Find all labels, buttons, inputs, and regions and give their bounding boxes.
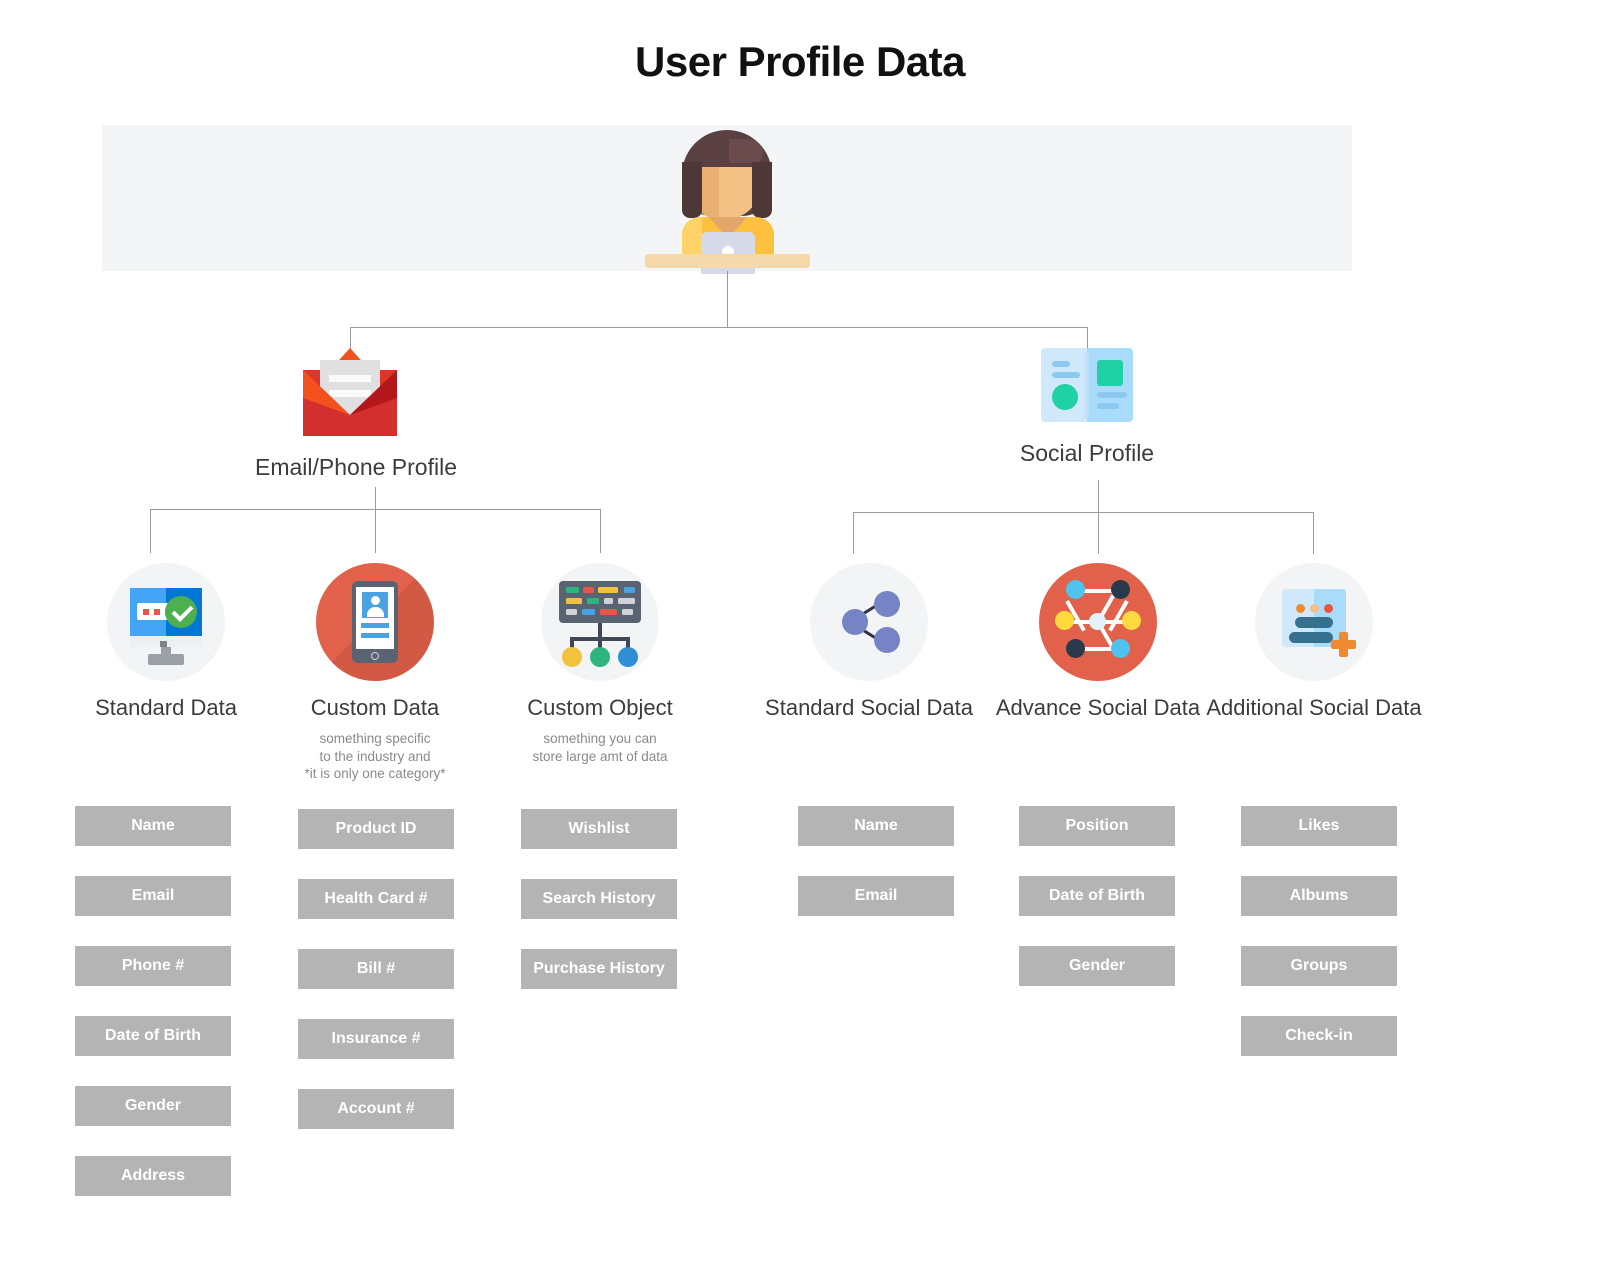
tag-item[interactable]: Health Card # [298, 879, 454, 919]
connector-email-stem [375, 487, 376, 509]
branch-social-profile[interactable]: Social Profile [992, 348, 1182, 467]
node-advance-social-data[interactable]: Advance Social Data [980, 563, 1216, 721]
tag-item[interactable]: Date of Birth [1019, 876, 1175, 916]
tag-item[interactable]: Albums [1241, 876, 1397, 916]
open-envelope-icon [303, 348, 397, 436]
tag-item[interactable]: Email [798, 876, 954, 916]
tag-item[interactable]: Phone # [75, 946, 231, 986]
connector-level2-bus [350, 327, 1087, 328]
node-title-standard-data: Standard Data [95, 695, 237, 720]
share-network-icon [810, 563, 928, 681]
card-plus-icon [1255, 563, 1373, 681]
node-desc-custom-object: something you can store large amt of dat… [532, 731, 668, 764]
node-title-custom-data: Custom Data [310, 695, 440, 720]
tag-item[interactable]: Gender [75, 1086, 231, 1126]
branch-email-phone-profile[interactable]: Email/Phone Profile [255, 348, 457, 481]
tag-column-standard-social-data: Name Email [798, 806, 954, 946]
tag-column-custom-object: Wishlist Search History Purchase History [521, 809, 677, 1019]
page-title: User Profile Data [635, 38, 965, 85]
node-standard-social-data[interactable]: Standard Social Data [751, 563, 987, 721]
tag-item[interactable]: Purchase History [521, 949, 677, 989]
tag-item[interactable]: Likes [1241, 806, 1397, 846]
connector-social-bus [853, 512, 1313, 513]
tag-item[interactable]: Bill # [298, 949, 454, 989]
tag-column-additional-social-data: Likes Albums Groups Check-in [1241, 806, 1397, 1086]
tag-item[interactable]: Wishlist [521, 809, 677, 849]
tag-item[interactable]: Email [75, 876, 231, 916]
tag-column-advance-social-data: Position Date of Birth Gender [1019, 806, 1175, 1016]
node-custom-data[interactable]: Custom Data something specific to the in… [257, 563, 493, 783]
tag-item[interactable]: Search History [521, 879, 677, 919]
connector-root-stem [727, 271, 728, 327]
tag-item[interactable]: Groups [1241, 946, 1397, 986]
connector-to-additional-social [1313, 512, 1314, 554]
tag-item[interactable]: Product ID [298, 809, 454, 849]
tag-item[interactable]: Name [75, 806, 231, 846]
connector-to-custom-object [600, 509, 601, 553]
tag-item[interactable]: Position [1019, 806, 1175, 846]
tag-item[interactable]: Account # [298, 1089, 454, 1129]
connector-to-standard-data [150, 509, 151, 553]
tag-item[interactable]: Insurance # [298, 1019, 454, 1059]
connector-to-social-branch [1087, 327, 1088, 349]
node-desc-custom-data: something specific to the industry and *… [304, 731, 446, 782]
node-standard-data[interactable]: Standard Data [48, 563, 284, 721]
node-title-custom-object: Custom Object [527, 695, 673, 720]
branch-label-social: Social Profile [1019, 440, 1155, 466]
monitor-password-check-icon [107, 563, 225, 681]
tag-item[interactable]: Gender [1019, 946, 1175, 986]
node-custom-object[interactable]: Custom Object something you can store la… [482, 563, 718, 765]
tag-item[interactable]: Name [798, 806, 954, 846]
node-title-additional-social-data: Additional Social Data [1206, 695, 1422, 720]
connector-to-email-branch [350, 327, 351, 349]
woman-with-laptop-illustration [645, 122, 810, 274]
connector-to-advance-social [1098, 502, 1099, 554]
tag-column-standard-data: Name Email Phone # Date of Birth Gender … [75, 806, 231, 1226]
connector-to-standard-social [853, 512, 854, 554]
contact-book-icon [1041, 348, 1133, 422]
node-additional-social-data[interactable]: Additional Social Data [1196, 563, 1432, 721]
smartphone-profile-icon [316, 563, 434, 681]
tag-column-custom-data: Product ID Health Card # Bill # Insuranc… [298, 809, 454, 1159]
branch-label-email-phone: Email/Phone Profile [255, 454, 457, 480]
node-title-advance-social-data: Advance Social Data [995, 695, 1201, 720]
hexagon-network-icon [1039, 563, 1157, 681]
connector-social-stem [1098, 480, 1099, 502]
connector-to-custom-data [375, 509, 376, 553]
tag-item[interactable]: Date of Birth [75, 1016, 231, 1056]
tag-item[interactable]: Check-in [1241, 1016, 1397, 1056]
server-hierarchy-icon [541, 563, 659, 681]
node-title-standard-social-data: Standard Social Data [765, 695, 973, 720]
tag-item[interactable]: Address [75, 1156, 231, 1196]
